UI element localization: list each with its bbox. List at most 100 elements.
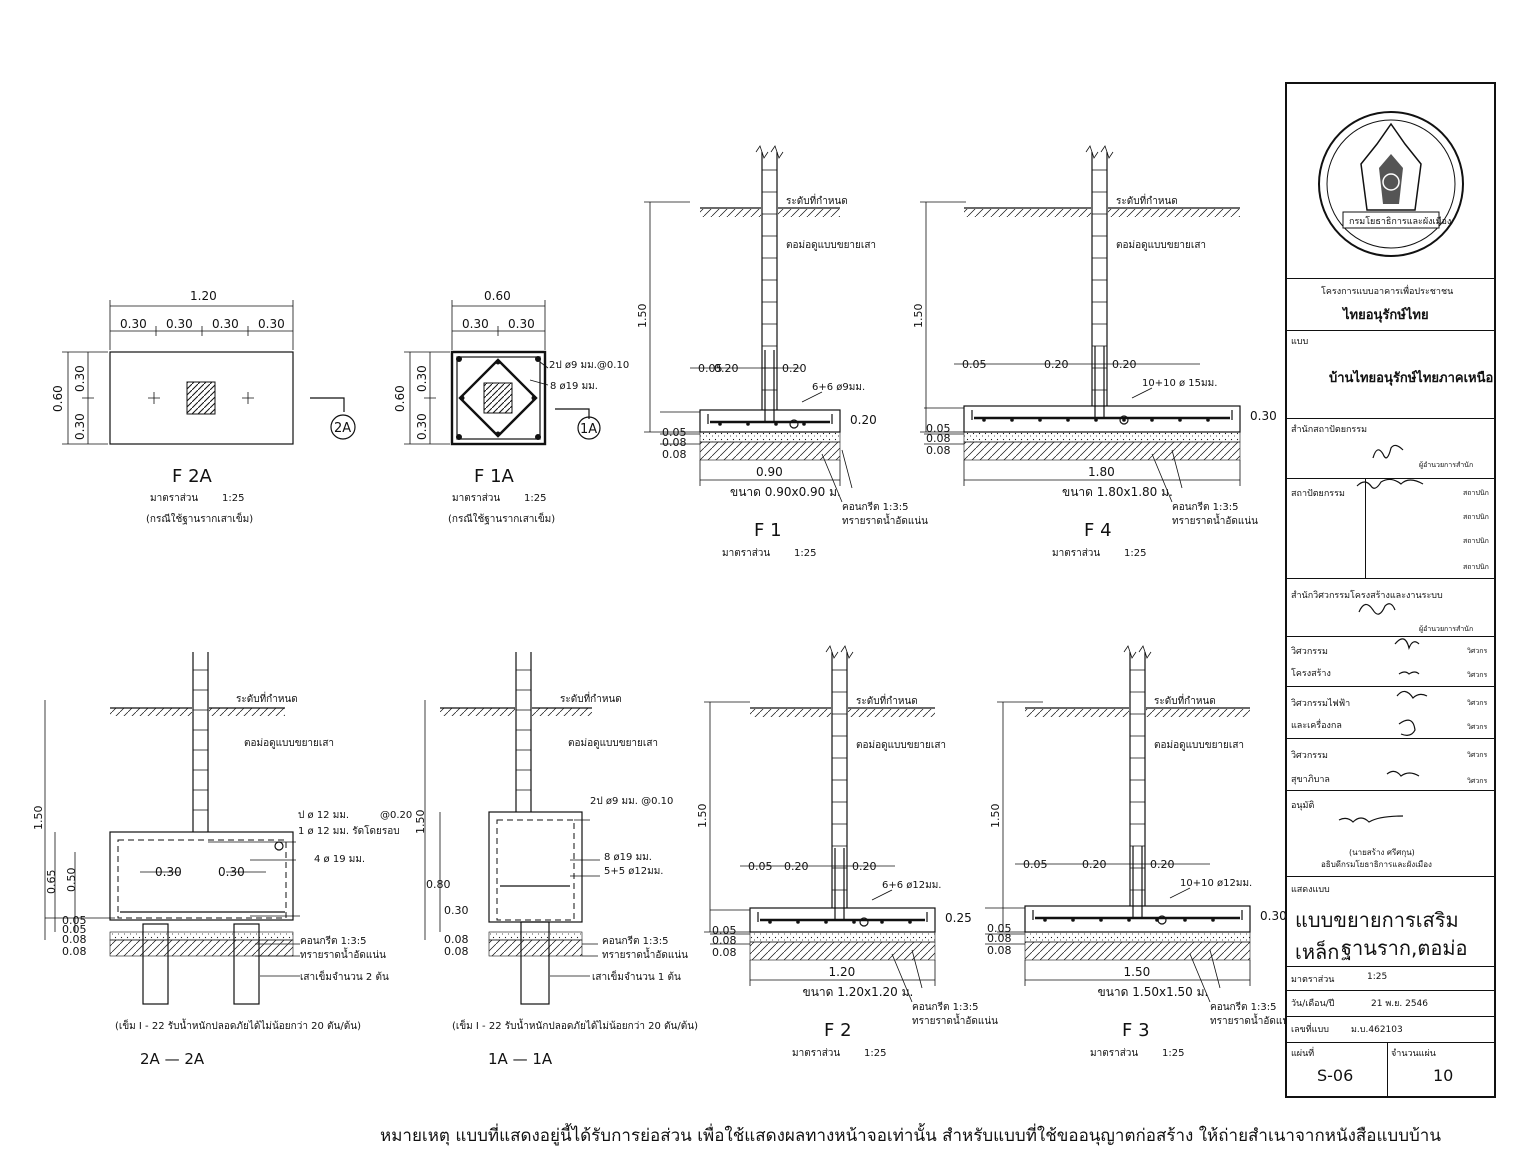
- project-label: โครงการแบบอาคารเพื่อประชาชน: [1321, 287, 1454, 297]
- f4-concrete-label: คอนกรีต 1:3:5: [1172, 501, 1238, 513]
- f1-layer-2: 0.08: [662, 436, 687, 449]
- s2a-pile-note: (เข็ม I - 22 รับน้ำหนักปลอดภัยได้ไม่น้อย…: [115, 1018, 361, 1032]
- f3-dim-d2: 0.20: [1082, 858, 1107, 871]
- date-label: วัน/เดือน/ปี: [1291, 999, 1335, 1009]
- s1a-concrete: คอนกรีต 1:3:5: [602, 935, 668, 947]
- f4-thickness-dim: 0.30: [1250, 409, 1277, 423]
- f3-column-label: ตอม่อดูแบบขยายเสา: [1154, 740, 1244, 751]
- role-eng-2: วิศวกร: [1467, 671, 1488, 679]
- f2-concrete-label: คอนกรีต 1:3:5: [912, 1001, 978, 1013]
- f1a-dim-h1: 0.30: [415, 365, 429, 392]
- f2-thickness-dim: 0.25: [945, 911, 972, 925]
- f3-height-dim: 1.50: [989, 804, 1002, 829]
- title-block: กรมโยธาธิการและผังเมือง โครงการแบบอาคารเ…: [1285, 82, 1496, 1098]
- show-label: แสดงแบบ: [1291, 885, 1330, 895]
- drawing-title-1: แบบขยายการเสริมเหล็ก: [1295, 908, 1459, 964]
- f1-concrete-label: คอนกรีต 1:3:5: [842, 501, 908, 513]
- office-struct: สำนักวิศวกรรมโครงสร้างและงานระบบ: [1291, 591, 1443, 601]
- s1a-l1: 0.08: [444, 933, 469, 946]
- f4-title: F 4: [1084, 520, 1112, 541]
- director-arch: ผู้อำนวยการสำนัก: [1419, 461, 1474, 469]
- eng-sanit-2: สุขาภิบาล: [1291, 775, 1330, 785]
- s1a-ground: ระดับที่กำหนด: [560, 691, 622, 705]
- footing-f1a-plan: 0.60 0.30 0.30 0.60 0.30 0.30 2ป ø9 มม.@…: [393, 289, 629, 525]
- s2a-rebar-2: 1 ø 12 มม. รัดโดยรอบ: [298, 824, 400, 837]
- total-label: จำนวนแผ่น: [1391, 1049, 1436, 1059]
- f4-rebar-label: 10+10 ø 15มม.: [1142, 378, 1217, 389]
- project-name: ไทยอนุรักษ์ไทย: [1343, 308, 1429, 323]
- f3-thickness-dim: 0.30: [1260, 909, 1287, 923]
- f3-ground-label: ระดับที่กำหนด: [1154, 693, 1216, 707]
- f1-title: F 1: [754, 520, 782, 541]
- eng-elec: วิศวกรรมไฟฟ้า: [1291, 699, 1351, 709]
- s2a-piles: เสาเข็มจำนวน 2 ต้น: [300, 969, 389, 983]
- f2a-scale: 1:25: [222, 493, 244, 504]
- f1a-dim-total: 0.60: [484, 289, 511, 303]
- f3-title: F 3: [1122, 1020, 1150, 1041]
- footing-sections: ระดับที่กำหนดตอม่อดูแบบขยายเสา1.500.050.…: [636, 145, 1296, 1059]
- f4-dim-d1: 0.05: [962, 358, 987, 371]
- f3-rebar-label: 10+10 ø12มม.: [1180, 878, 1252, 889]
- f1-width-dim: 0.90: [756, 465, 783, 479]
- sheet-value: S-06: [1317, 1066, 1354, 1085]
- section-2a-2a: ระดับที่กำหนด ตอม่อดูแบบขยายเสา 1.50 0.6…: [32, 652, 412, 1068]
- f2a-dim-a: 0.30: [120, 317, 147, 331]
- f1-rebar-label: 6+6 ø9มม.: [812, 382, 865, 393]
- f2-width-dim: 1.20: [829, 965, 856, 979]
- footing-f1-section: [644, 145, 853, 503]
- role-eng-6: วิศวกร: [1467, 777, 1488, 785]
- number-value: ม.บ.462103: [1351, 1025, 1403, 1035]
- f3-sand-label: ทรายราดน้ำอัดแน่น: [1210, 1013, 1296, 1027]
- f3-layer-2: 0.08: [987, 932, 1012, 945]
- footing-f4-section: [920, 145, 1241, 503]
- f2a-dim-h2: 0.30: [73, 413, 87, 440]
- f3-dim-d1: 0.05: [1023, 858, 1048, 871]
- f2-dim-d2: 0.20: [784, 860, 809, 873]
- s2a-l3: 0.08: [62, 933, 87, 946]
- f4-size-label: ขนาด 1.80x1.80 ม.: [1062, 485, 1173, 499]
- f2a-dim-h1: 0.30: [73, 365, 87, 392]
- f4-sand-label: ทรายราดน้ำอัดแน่น: [1172, 513, 1258, 527]
- s1a-rebar-3: 5+5 ø12มม.: [604, 866, 664, 877]
- role-eng-5: วิศวกร: [1467, 751, 1488, 759]
- footing-f2-section: [704, 645, 936, 1003]
- s2a-w1: 0.30: [155, 865, 182, 879]
- f2a-scale-label: มาตราส่วน: [150, 493, 198, 504]
- role-architect-1: สถาปนิก: [1463, 489, 1489, 497]
- f1a-rebar-1: 2ป ø9 มม.@0.10: [549, 360, 629, 371]
- s2a-l1: 0.05: [62, 914, 87, 927]
- s2a-concrete: คอนกรีต 1:3:5: [300, 935, 366, 947]
- f3-dim-d3: 0.20: [1150, 858, 1175, 871]
- f2-layer-1: 0.05: [712, 924, 737, 937]
- f3-layer-3: 0.08: [987, 944, 1012, 957]
- s1a-title: 1A — 1A: [488, 1050, 553, 1068]
- s1a-sand: ทรายราดน้ำอัดแน่น: [602, 947, 688, 961]
- f2a-dim-d: 0.30: [258, 317, 285, 331]
- f1a-dim-a: 0.30: [462, 317, 489, 331]
- role-architect-2: สถาปนิก: [1463, 513, 1489, 521]
- f1-scale: 1:25: [794, 548, 816, 559]
- f4-layer-3: 0.08: [926, 444, 951, 457]
- f3-layer-1: 0.05: [987, 922, 1012, 935]
- f1-sand-label: ทรายราดน้ำอัดแน่น: [842, 513, 928, 527]
- f2-layer-2: 0.08: [712, 934, 737, 947]
- f4-layer-1: 0.05: [926, 422, 951, 435]
- f4-width-dim: 1.80: [1088, 465, 1115, 479]
- eng-struct: โครงสร้าง: [1291, 669, 1331, 679]
- f1-layer-1: 0.05: [662, 426, 687, 439]
- s1a-h1: 0.80: [426, 878, 451, 891]
- director-struct: ผู้อำนวยการสำนัก: [1419, 625, 1474, 633]
- s2a-h1: 0.65: [45, 870, 58, 895]
- f1-dim-d3: 0.20: [782, 362, 807, 375]
- s1a-height: 1.50: [414, 810, 427, 835]
- f4-dim-d2: 0.20: [1044, 358, 1069, 371]
- f1-height-dim: 1.50: [636, 304, 649, 329]
- role-eng-3: วิศวกร: [1467, 699, 1488, 707]
- f1-layer-3: 0.08: [662, 448, 687, 461]
- approver-position: อธิบดีกรมโยธาธิการและผังเมือง: [1321, 860, 1432, 869]
- role-architect-4: สถาปนิก: [1463, 563, 1489, 571]
- f3-size-label: ขนาด 1.50x1.50 ม.: [1098, 985, 1209, 999]
- role-eng-4: วิศวกร: [1467, 723, 1488, 731]
- scale-value: 1:25: [1367, 972, 1388, 982]
